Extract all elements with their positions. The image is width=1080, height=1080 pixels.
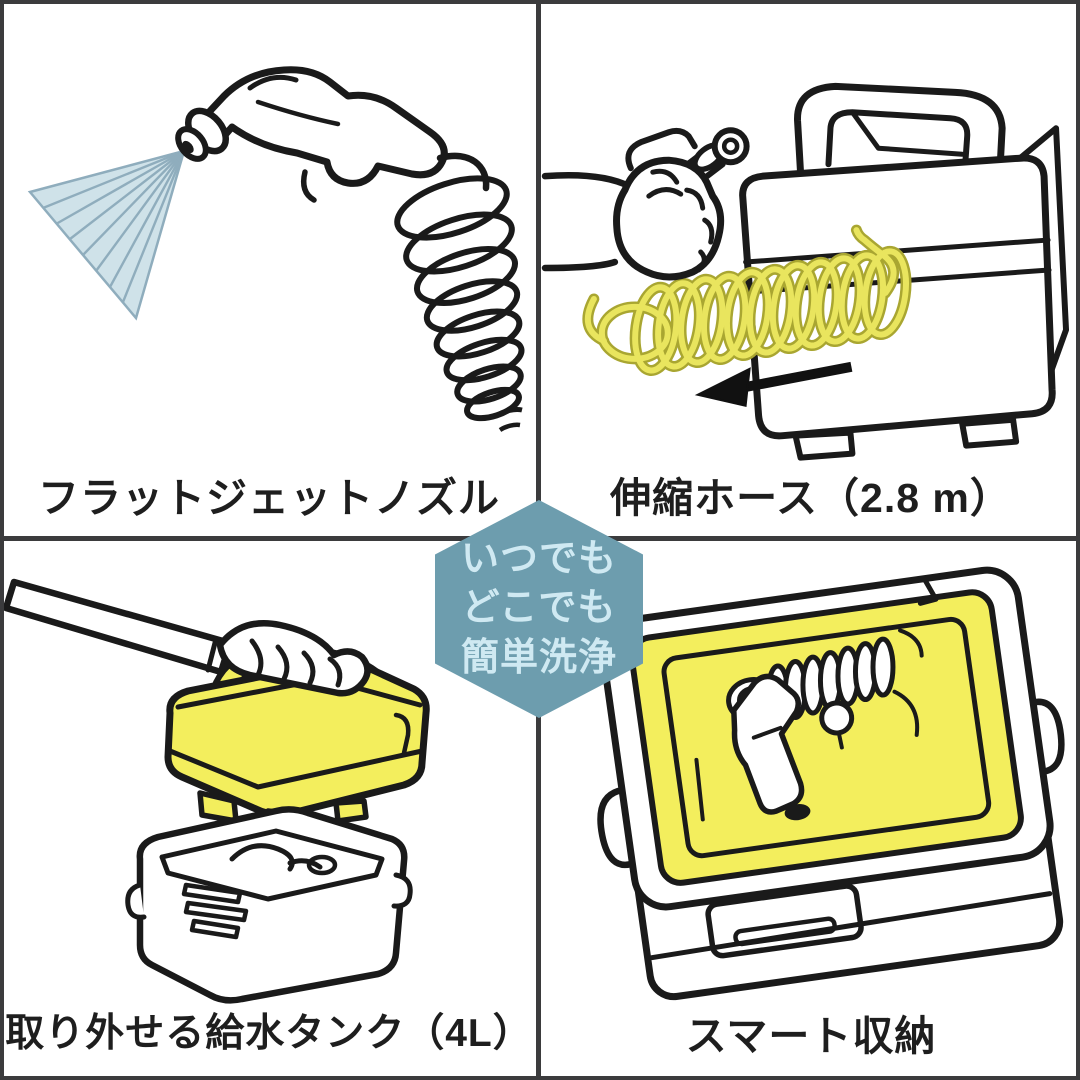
spray-gun-nozzle-illustration: [27, 66, 525, 432]
panel-removable-tank: [0, 541, 538, 1080]
caption-smart-storage: スマート収納: [685, 1013, 937, 1059]
lifting-unit-from-water-tank-illustration: [2, 578, 430, 1004]
caption-telescopic-hose: 伸縮ホース（2.8 m）: [610, 475, 1012, 521]
badge-line-3: 簡単洗浄: [460, 636, 617, 679]
water-tank-icon: [125, 806, 413, 1004]
hand-lifting-icon: [2, 578, 371, 697]
smart-storage-box-illustration: [597, 566, 1065, 1001]
panel-flat-jet-nozzle: [0, 0, 538, 536]
caption-removable-tank: 取り外せる給水タンク（4L）: [5, 1012, 533, 1055]
coiled-hose-icon: [394, 175, 525, 432]
badge-line-1: いつでも: [460, 537, 617, 580]
trigger-gun-icon: [175, 66, 490, 203]
panel-telescopic-hose: [541, 0, 1080, 536]
badge-line-2: どこでも: [461, 587, 617, 630]
hose-cap-icon: [819, 700, 855, 736]
storage-box-interior-icon: [628, 589, 1024, 886]
washer-box-icon: [739, 82, 1070, 461]
hand-holding-gun-icon: [541, 127, 750, 281]
caption-flat-jet-nozzle: フラットジェットノズル: [38, 475, 500, 521]
panel-smart-storage: [541, 541, 1080, 1080]
hand-pulling-coiled-hose-illustration: [541, 82, 1070, 461]
stored-gun-icon: [731, 673, 811, 821]
center-hexagon-badge: いつでも どこでも 簡単洗浄: [435, 500, 643, 718]
pull-direction-arrow-icon: [694, 361, 853, 407]
spray-fan-icon: [27, 149, 186, 321]
